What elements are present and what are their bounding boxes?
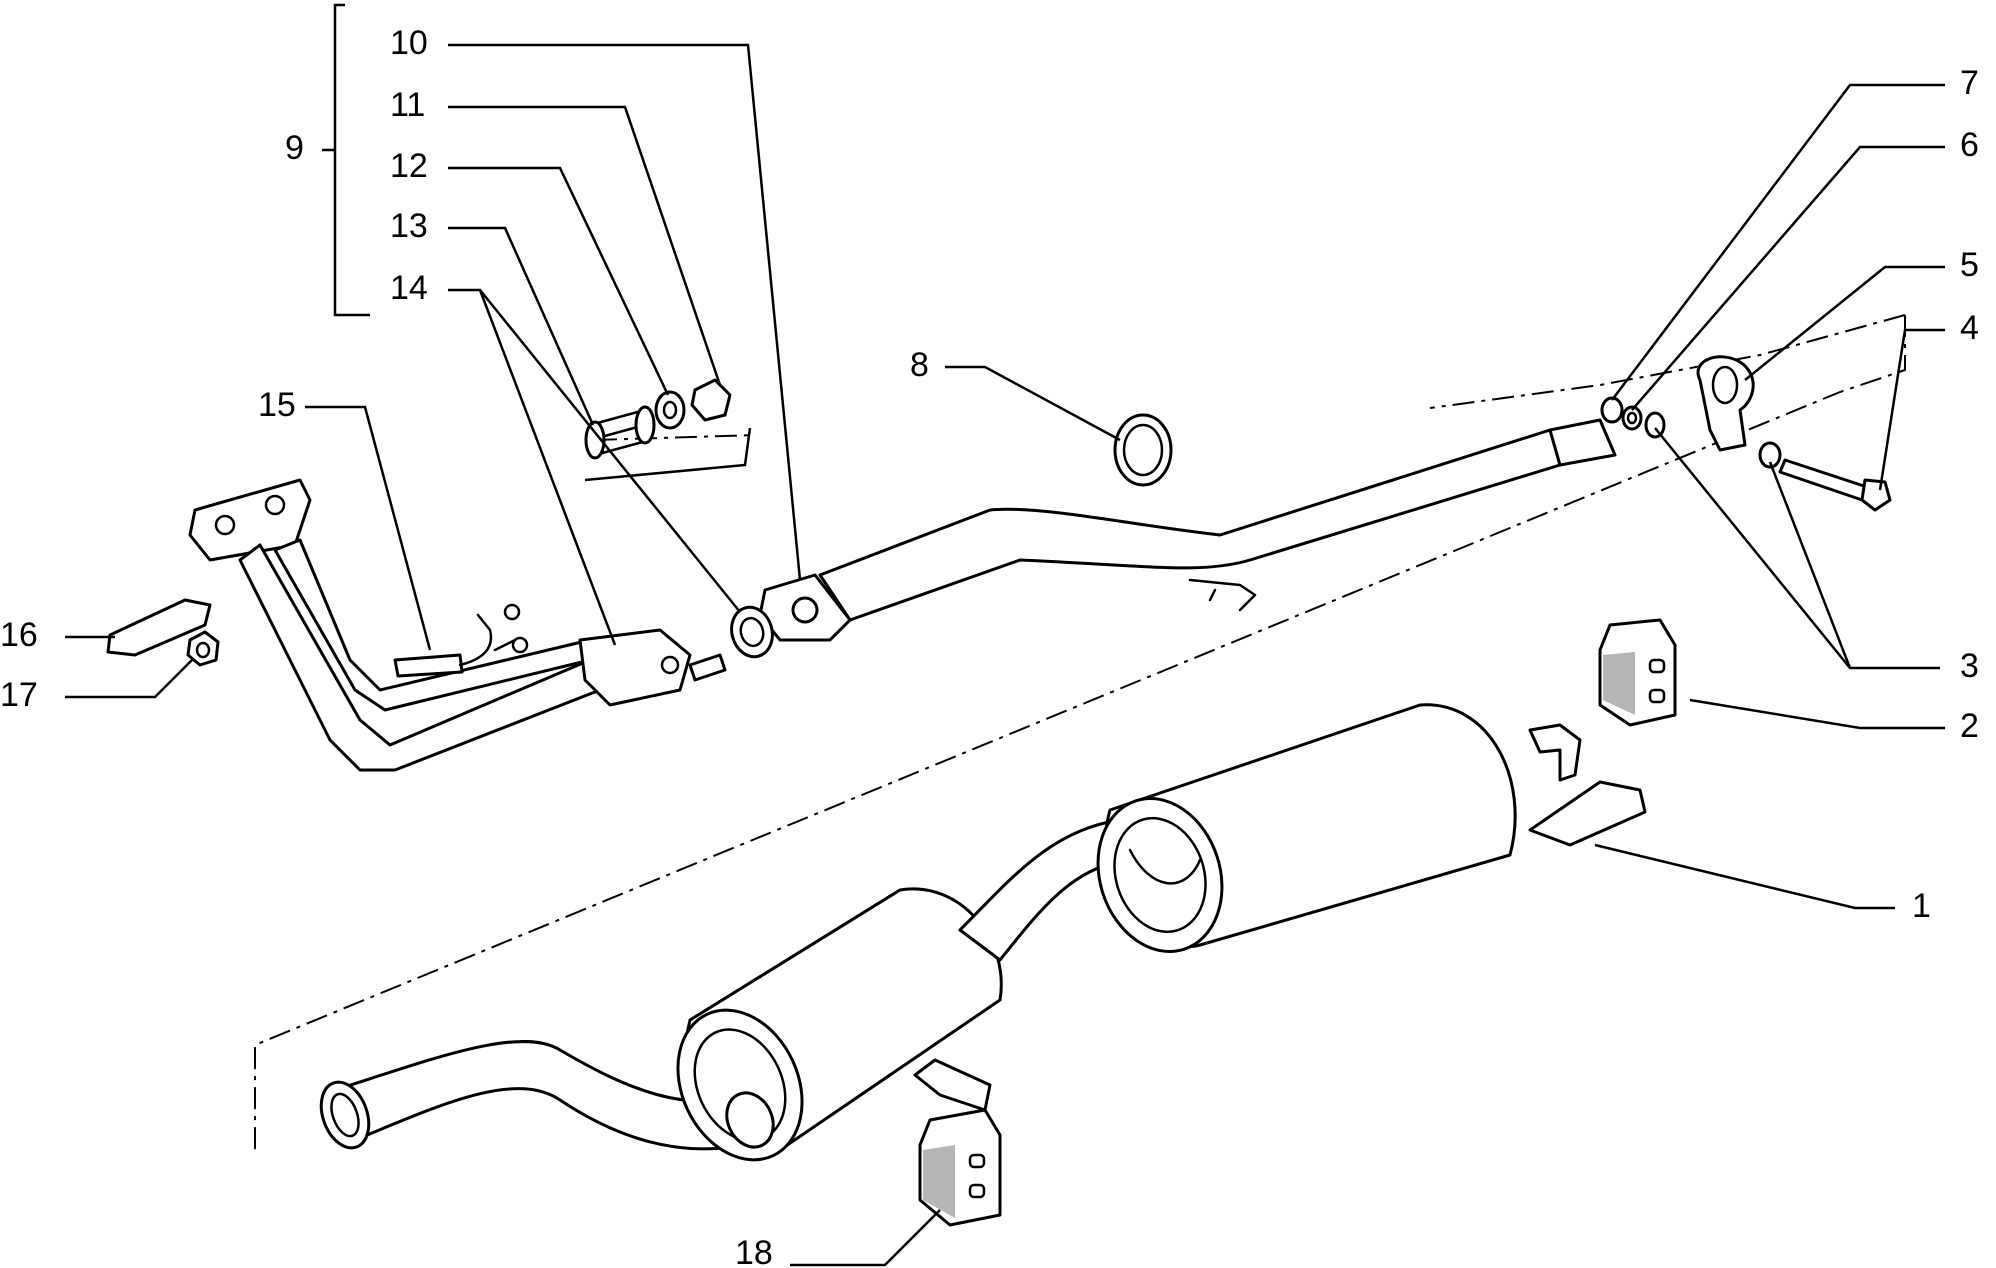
assembly-axis-line: [254, 315, 1906, 1155]
pipe-joint-axis-line: [594, 434, 756, 441]
leader-11: [448, 105, 722, 386]
leader-3b: [1768, 461, 1852, 669]
leader-1: [1594, 843, 1895, 910]
heat-shield-plate: [106, 598, 212, 657]
leader-14b: [478, 289, 617, 646]
clamp-and-fasteners: [1600, 355, 1892, 512]
leader-7: [1611, 83, 1945, 401]
callout-9: 9: [285, 129, 304, 167]
callout-18: 18: [735, 1234, 773, 1268]
leader-5: [1744, 265, 1945, 381]
callout-10: 10: [390, 24, 428, 62]
callout-5: 5: [1960, 246, 1979, 284]
leader-13: [448, 226, 595, 426]
callout-1: 1: [1912, 887, 1931, 925]
callout-15: 15: [258, 386, 296, 424]
callout-2: 2: [1960, 707, 1979, 745]
sealing-ring: [1113, 413, 1173, 487]
leader-15: [305, 405, 432, 651]
gasket-ring: [730, 605, 774, 659]
leader-12: [448, 166, 670, 396]
rubber-hanger-front: [918, 1108, 1002, 1227]
callout-6: 6: [1960, 126, 1979, 164]
group-11-13-bracket: [584, 427, 752, 482]
leader-6: [1631, 145, 1945, 411]
flange-nut: [186, 630, 220, 667]
rubber-hanger-rear: [1598, 618, 1677, 727]
leader-18: [790, 1209, 941, 1267]
callout-16: 16: [0, 616, 38, 654]
leader-4: [1878, 328, 1945, 491]
rear-exhaust-assembly: [319, 703, 1647, 1162]
callout-8: 8: [910, 346, 929, 384]
callout-3: 3: [1960, 647, 1979, 685]
callout-4: 4: [1960, 309, 1979, 347]
callout-12: 12: [390, 147, 428, 185]
leader-8: [945, 365, 1121, 442]
callout-7: 7: [1960, 64, 1979, 102]
leader-2: [1689, 698, 1945, 730]
callout-13: 13: [390, 207, 428, 245]
mount-axis-line: [1429, 314, 1906, 409]
callout-11: 11: [390, 86, 425, 124]
leader-17: [65, 659, 193, 699]
callout-17: 17: [0, 676, 38, 714]
callout-14: 14: [390, 269, 428, 307]
leader-10: [448, 43, 802, 581]
spring-washer-nut-set: [584, 378, 732, 460]
front-pipe-manifold: [188, 478, 727, 772]
intermediate-pipe: [758, 418, 1617, 642]
group-9-bracket: [322, 3, 370, 317]
